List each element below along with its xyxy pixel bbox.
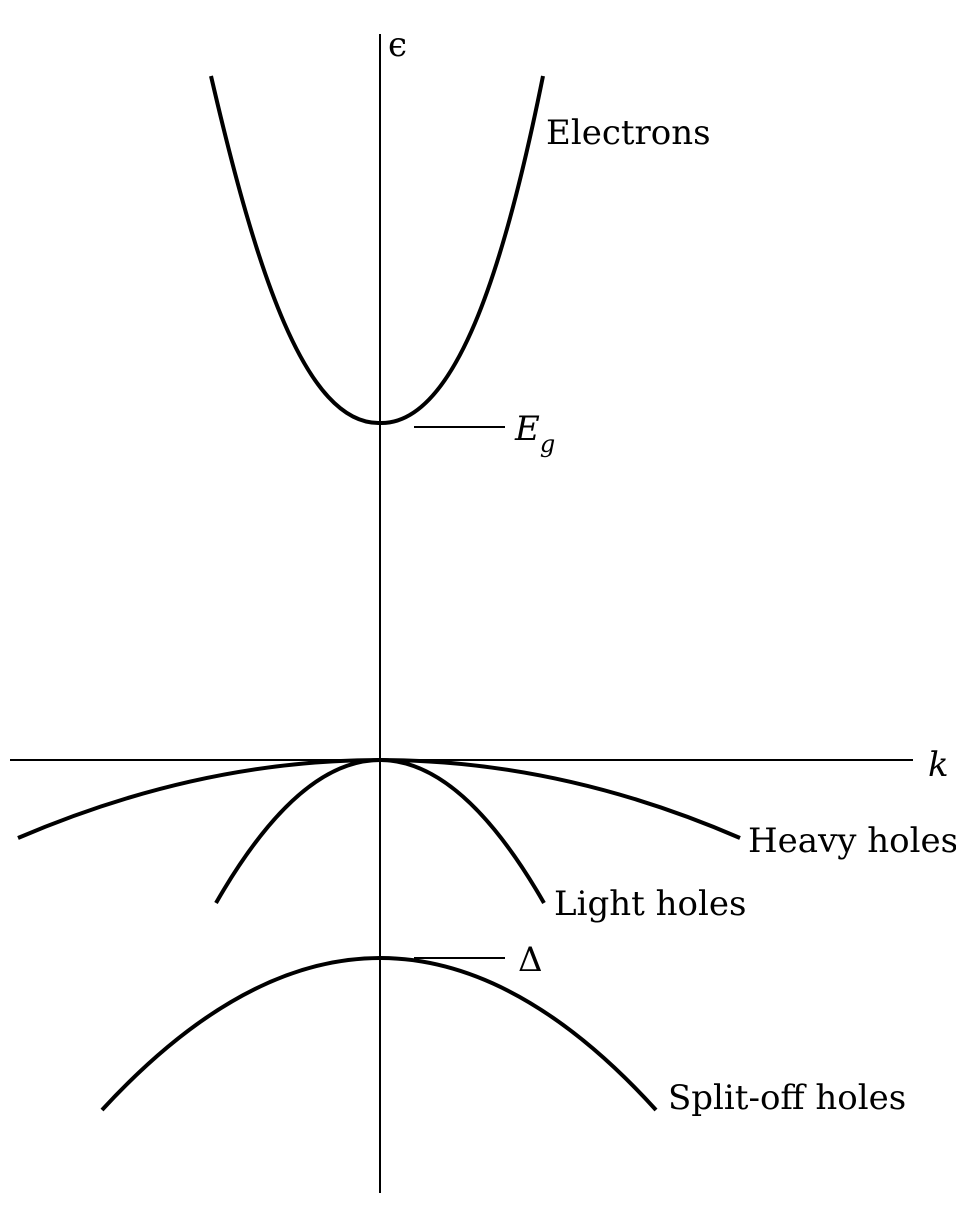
split-off-holes-band-curve	[100, 955, 658, 1112]
gap-label-subscript: g	[540, 430, 555, 458]
split-off-label: Δ	[518, 940, 543, 980]
k-axis-label: k	[928, 745, 949, 785]
electrons-label: Electrons	[546, 113, 711, 153]
electron-band-curve	[209, 75, 545, 426]
light-holes-band-curve	[214, 757, 546, 904]
light-holes-label: Light holes	[554, 884, 746, 924]
heavy-holes-label: Heavy holes	[748, 821, 956, 861]
split-off-holes-label: Split-off holes	[668, 1078, 906, 1118]
gap-label-symbol: E	[514, 409, 540, 449]
gap-label: Eg	[514, 409, 555, 458]
energy-axis-label: ϵ	[388, 25, 407, 65]
